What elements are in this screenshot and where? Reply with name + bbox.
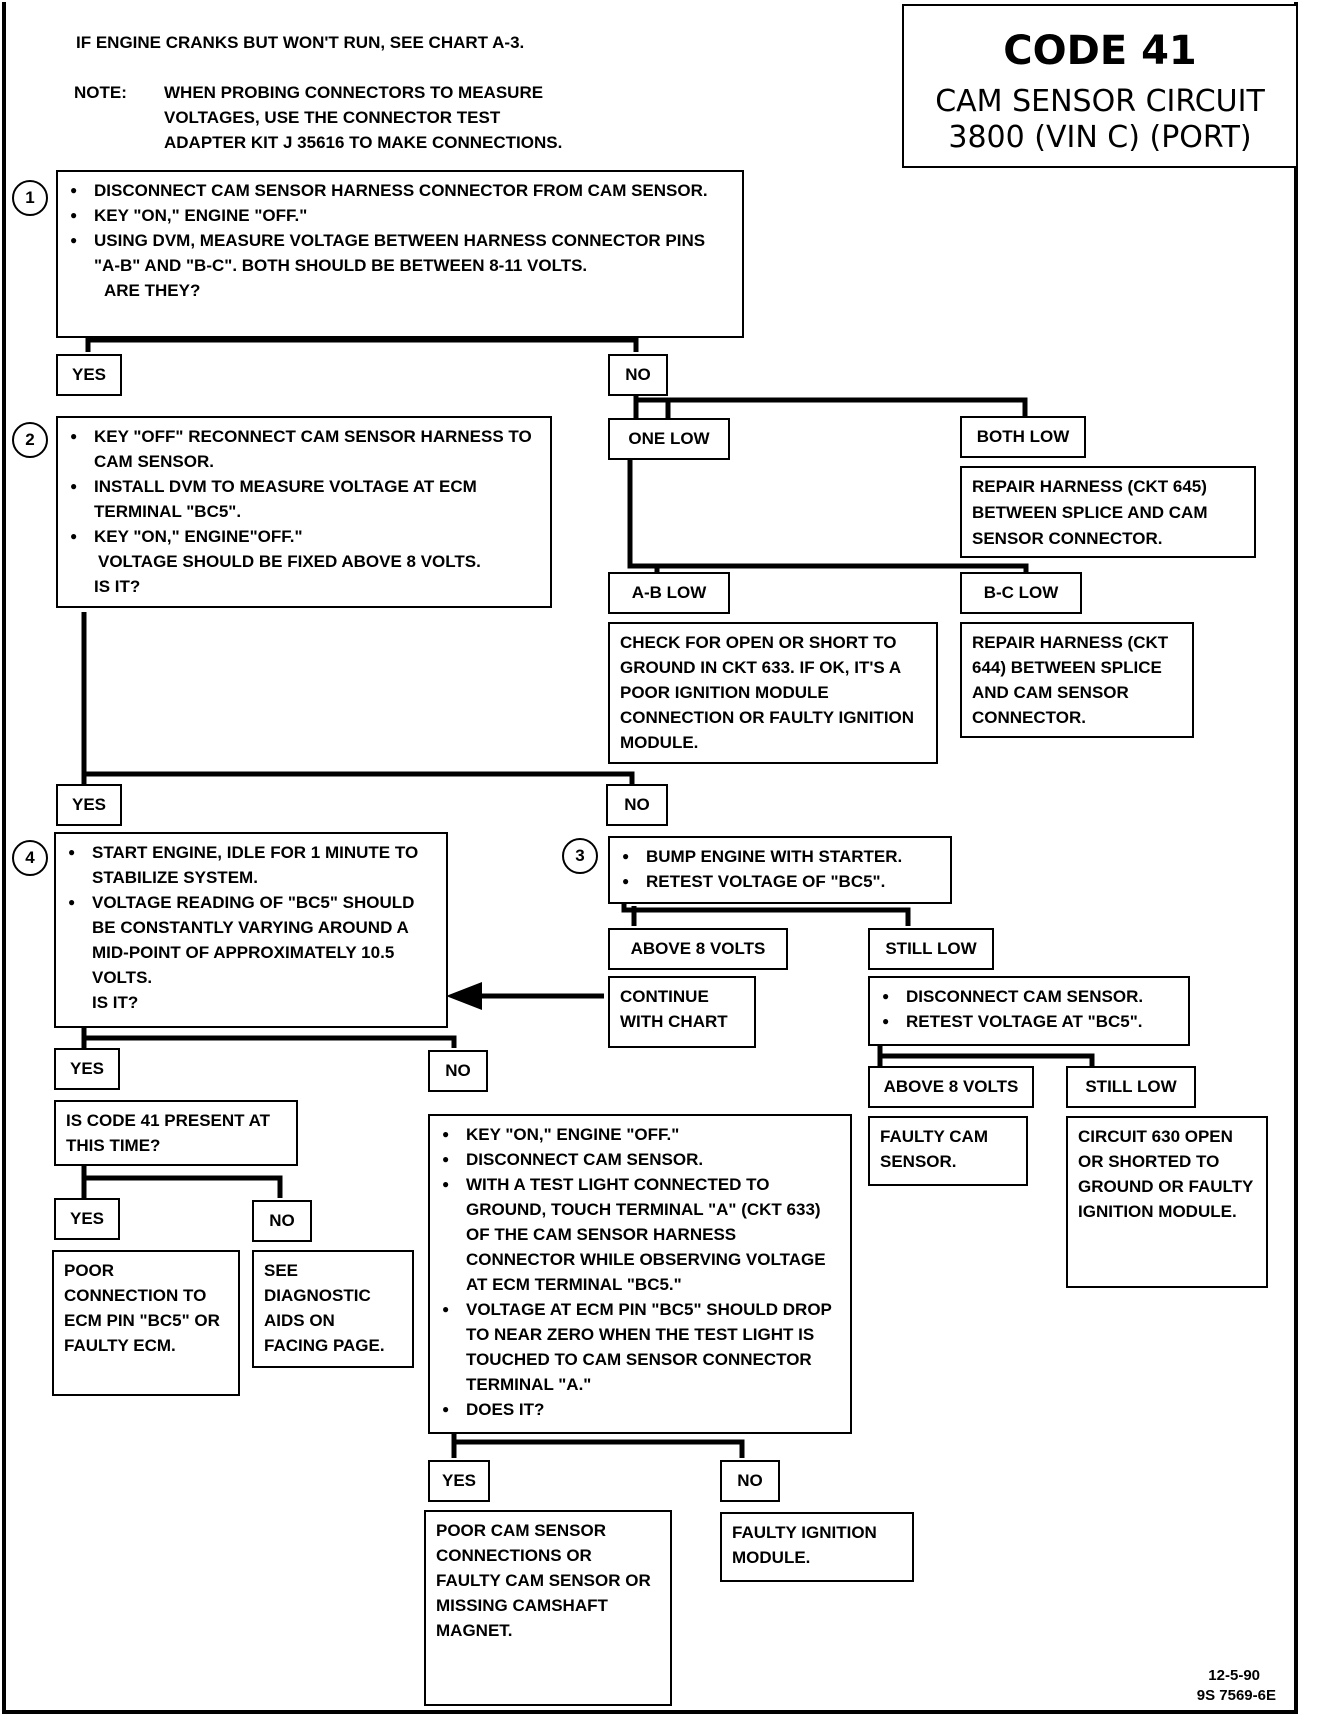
step-2-bullet: KEY "OFF" RECONNECT CAM SENSOR HARNESS T… [70, 424, 540, 474]
test-bullet: VOLTAGE AT ECM PIN "BC5" SHOULD DROP TO … [442, 1297, 840, 1397]
still-low-label: STILL LOW [1066, 1066, 1196, 1108]
step-4-bullet: VOLTAGE READING OF "BC5" SHOULD BE CONST… [68, 890, 436, 990]
repair-ckt-645-box: REPAIR HARNESS (CKT 645) BETWEEN SPLICE … [960, 466, 1256, 558]
footer-doc-number: 9S 7569-6E [1196, 1687, 1276, 1704]
step-2-box: KEY "OFF" RECONNECT CAM SENSOR HARNESS T… [56, 416, 552, 608]
step-2-question: IS IT? [94, 577, 141, 596]
step-3-box: BUMP ENGINE WITH STARTER. RETEST VOLTAGE… [608, 836, 952, 904]
step-1-bullet: DISCONNECT CAM SENSOR HARNESS CONNECTOR … [70, 178, 732, 203]
crank-note: IF ENGINE CRANKS BUT WON'T RUN, SEE CHAR… [76, 33, 525, 52]
code-41-present-box: IS CODE 41 PRESENT AT THIS TIME? [54, 1100, 298, 1166]
no-label: NO [720, 1460, 780, 1502]
test-bullet: WITH A TEST LIGHT CONNECTED TO GROUND, T… [442, 1172, 840, 1297]
yes-label: YES [54, 1198, 120, 1240]
above-8-volts-label: ABOVE 8 VOLTS [868, 1066, 1034, 1108]
note-text: WHEN PROBING CONNECTORS TO MEASURE VOLTA… [164, 80, 562, 155]
yes-label: YES [54, 1048, 120, 1090]
code-title: CODE 41 [1003, 28, 1197, 74]
step-2-text: VOLTAGE SHOULD BE FIXED ABOVE 8 VOLTS. [98, 552, 481, 571]
faulty-ignition-module-box: FAULTY IGNITION MODULE. [720, 1512, 914, 1582]
note-line: ADAPTER KIT J 35616 TO MAKE CONNECTIONS. [164, 133, 563, 152]
note-line: WHEN PROBING CONNECTORS TO MEASURE [164, 83, 544, 102]
no-label: NO [428, 1050, 488, 1092]
disconnect-cam-box: DISCONNECT CAM SENSOR. RETEST VOLTAGE AT… [868, 976, 1190, 1046]
still-low-label: STILL LOW [868, 928, 994, 970]
step-3-bullet: BUMP ENGINE WITH STARTER. [622, 844, 940, 869]
note-label: NOTE: [74, 83, 127, 102]
title-box: CODE 41 CAM SENSOR CIRCUIT 3800 (VIN C) … [902, 4, 1298, 168]
see-diagnostic-aids-box: SEE DIAGNOSTIC AIDS ON FACING PAGE. [252, 1250, 414, 1368]
page-border [2, 2, 1298, 1714]
step-1-bullet: USING DVM, MEASURE VOLTAGE BETWEEN HARNE… [70, 228, 732, 278]
note-line: VOLTAGES, USE THE CONNECTOR TEST [164, 108, 501, 127]
step-1-box: DISCONNECT CAM SENSOR HARNESS CONNECTOR … [56, 170, 744, 338]
a-b-low-label: A-B LOW [608, 572, 730, 614]
step-2-bullet: INSTALL DVM TO MEASURE VOLTAGE AT ECM TE… [70, 474, 540, 524]
continue-with-chart-box: CONTINUE WITH CHART [608, 976, 756, 1048]
test-bullet: KEY "ON," ENGINE "OFF." [442, 1122, 840, 1147]
disconnect-bullet: RETEST VOLTAGE AT "BC5". [882, 1009, 1178, 1034]
no-label: NO [606, 784, 668, 826]
step-4-bullet: START ENGINE, IDLE FOR 1 MINUTE TO STABI… [68, 840, 436, 890]
step-2-marker: 2 [12, 422, 48, 458]
b-c-low-label: B-C LOW [960, 572, 1082, 614]
step-1-bullet: KEY "ON," ENGINE "OFF." [70, 203, 732, 228]
no-label: NO [608, 354, 668, 396]
yes-label: YES [428, 1460, 490, 1502]
repair-ckt-644-box: REPAIR HARNESS (CKT 644) BETWEEN SPLICE … [960, 622, 1194, 738]
disconnect-bullet: DISCONNECT CAM SENSOR. [882, 984, 1178, 1009]
one-low-label: ONE LOW [608, 418, 730, 460]
yes-label: YES [56, 354, 122, 396]
step-3-bullet: RETEST VOLTAGE OF "BC5". [622, 869, 940, 894]
above-8-volts-label: ABOVE 8 VOLTS [608, 928, 788, 970]
faulty-cam-sensor-box: FAULTY CAM SENSOR. [868, 1116, 1028, 1186]
step-4-marker: 4 [12, 840, 48, 876]
step-1-question: ARE THEY? [104, 281, 201, 300]
title-line-2: 3800 (VIN C) (PORT) [948, 120, 1252, 155]
step-1-marker: 1 [12, 180, 48, 216]
test-bullet: DISCONNECT CAM SENSOR. [442, 1147, 840, 1172]
step-4-box: START ENGINE, IDLE FOR 1 MINUTE TO STABI… [54, 832, 448, 1028]
poor-cam-connections-box: POOR CAM SENSOR CONNECTIONS OR FAULTY CA… [424, 1510, 672, 1706]
poor-ecm-connection-box: POOR CONNECTION TO ECM PIN "BC5" OR FAUL… [52, 1250, 240, 1396]
step-2-bullet: KEY "ON," ENGINE"OFF." [70, 524, 540, 549]
step-3-marker: 3 [562, 838, 598, 874]
circuit-630-box: CIRCUIT 630 OPEN OR SHORTED TO GROUND OR… [1066, 1116, 1268, 1288]
step-4-question: IS IT? [92, 993, 139, 1012]
yes-label: YES [56, 784, 122, 826]
no-label: NO [252, 1200, 312, 1242]
footer-date: 12-5-90 [1208, 1667, 1260, 1684]
test-bullet: DOES IT? [442, 1397, 840, 1422]
check-ckt-633-box: CHECK FOR OPEN OR SHORT TO GROUND IN CKT… [608, 622, 938, 764]
both-low-label: BOTH LOW [960, 416, 1086, 458]
test-light-box: KEY "ON," ENGINE "OFF." DISCONNECT CAM S… [428, 1114, 852, 1434]
title-line-1: CAM SENSOR CIRCUIT [935, 84, 1265, 119]
